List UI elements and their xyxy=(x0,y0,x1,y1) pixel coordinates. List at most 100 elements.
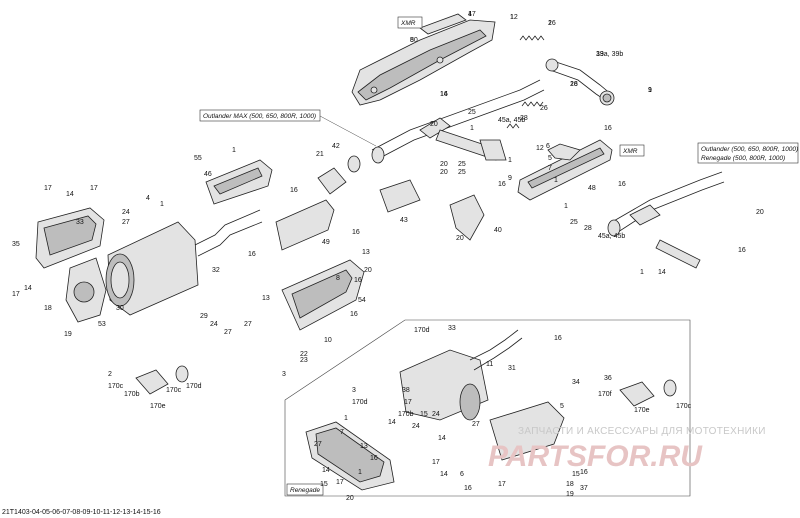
renegade-muffler-38 xyxy=(399,329,523,421)
adapter-170 xyxy=(135,365,677,407)
part-callout-number: 53 xyxy=(98,321,106,328)
part-callout-number: 8 xyxy=(410,37,414,44)
xmr-heat-shield-48 xyxy=(517,139,613,201)
part-callout-number: 24 xyxy=(432,411,440,418)
part-callout-number: 23 xyxy=(300,357,308,364)
part-callout-number: 25 xyxy=(570,219,578,226)
part-callout-number: 40 xyxy=(494,227,502,234)
part-callout-number: 36 xyxy=(604,375,612,382)
part-callout-number: 17 xyxy=(336,479,344,486)
part-callout-number: 17 xyxy=(12,291,20,298)
part-callout-number: 46 xyxy=(204,171,212,178)
part-callout-number: 12 xyxy=(536,145,544,152)
part-callout-number: 14 xyxy=(24,285,32,292)
part-callout-number: 16 xyxy=(738,247,746,254)
part-callout-number: 17 xyxy=(90,185,98,192)
part-callout-number: 38 xyxy=(402,387,410,394)
watermark-brand: PARTSFOR.RU xyxy=(488,440,703,473)
renegade-shield-37 xyxy=(305,421,395,491)
part-callout-number: 11 xyxy=(486,361,493,368)
part-callout-number: 24 xyxy=(210,321,218,328)
part-callout-number: 8 xyxy=(336,275,340,282)
part-callout-number: 3 xyxy=(282,371,286,378)
part-callout-number: 33 xyxy=(448,325,456,332)
part-callout-number: 7 xyxy=(548,165,552,172)
bracket-43 xyxy=(379,179,421,213)
part-callout-number: 45a, 45b xyxy=(498,117,525,124)
part-callout-number: 16 xyxy=(350,311,358,318)
part-callout-number: 25 xyxy=(458,169,466,176)
part-callout-number: 1 xyxy=(554,177,558,184)
svg-text:Renegade: Renegade xyxy=(290,487,320,494)
part-callout-number: 49 xyxy=(322,239,330,246)
part-callout-number: 27 xyxy=(472,421,480,428)
tailpipe-39 xyxy=(545,58,615,106)
part-callout-number: 14 xyxy=(440,91,448,98)
part-callout-number: 16 xyxy=(290,187,298,194)
part-callout-number: 1 xyxy=(468,11,472,18)
part-callout-number: 170e xyxy=(150,403,166,410)
part-callout-number: 170d xyxy=(186,383,202,390)
part-callout-number: 31 xyxy=(508,365,516,372)
watermark: ЗАПЧАСТИ И АКСЕССУАРЫ ДЛЯ МОТОТЕХНИКИ PA… xyxy=(488,426,766,473)
svg-text:XMR: XMR xyxy=(622,148,638,155)
long-exhaust-pipe xyxy=(371,79,545,164)
label-box-renegade: Renegade xyxy=(286,483,324,496)
part-callout-number: 34 xyxy=(572,379,580,386)
part-callout-number: 54 xyxy=(358,297,366,304)
part-callout-number: 17 xyxy=(404,399,412,406)
part-callout-number: 1 xyxy=(470,125,474,132)
part-callout-number: 9 xyxy=(508,175,512,182)
part-callout-number: 16 xyxy=(604,125,612,132)
part-callout-number: 28 xyxy=(570,81,578,88)
part-callout-number: 5 xyxy=(560,403,564,410)
label-box-outlander-max: Outlander MAX (500, 650, 800R, 1000) xyxy=(199,109,377,147)
coupler-21 xyxy=(317,155,361,195)
part-callout-number: 1 xyxy=(510,14,514,21)
part-callout-number: 16 xyxy=(440,91,448,98)
part-callout-number: 1 xyxy=(160,201,164,208)
part-callout-number: 39a, 39b xyxy=(596,51,623,58)
part-callout-number: 17 xyxy=(432,459,440,466)
part-callout-number: 1 xyxy=(640,269,644,276)
part-callout-number: 1 xyxy=(548,20,552,27)
part-callout-number: 25 xyxy=(458,161,466,168)
part-callout-number: 33 xyxy=(76,219,84,226)
part-callout-number: 15 xyxy=(420,411,428,418)
part-callout-number: 26 xyxy=(540,105,548,112)
label-box-xmr-mid: XMR xyxy=(619,144,645,157)
part-callout-number: 5 xyxy=(548,155,552,162)
spring-26 xyxy=(506,35,545,129)
part-callout-number: 35 xyxy=(12,241,20,248)
part-callout-number: 19 xyxy=(64,331,72,338)
part-callout-number: 1 xyxy=(564,203,568,210)
heat-shield-46 xyxy=(205,159,273,205)
part-callout-number: 170d xyxy=(352,399,368,406)
part-callout-number: 14 xyxy=(438,435,446,442)
part-callout-number: 170b xyxy=(124,391,140,398)
part-callout-number: 45a, 45b xyxy=(598,233,625,240)
end-cap-53 xyxy=(65,257,107,323)
part-callout-number: 13 xyxy=(262,295,270,302)
part-callout-number: 12 xyxy=(510,14,518,21)
label-box-xmr-top: XMR xyxy=(397,16,423,29)
part-callout-number: 16 xyxy=(498,181,506,188)
part-callout-number: 14 xyxy=(322,467,330,474)
part-callout-number: 50 xyxy=(410,37,418,44)
part-callout-number: 16 xyxy=(580,469,588,476)
part-callout-number: 32 xyxy=(212,267,220,274)
part-callout-number: 24 xyxy=(412,423,420,430)
part-callout-number: 13 xyxy=(360,443,368,450)
part-callout-number: 55 xyxy=(194,155,202,162)
part-callout-number: 9 xyxy=(648,87,652,94)
xmr-heat-shield-assembly xyxy=(351,13,496,106)
part-callout-number: 13 xyxy=(362,249,370,256)
part-callout-number: 6 xyxy=(546,143,550,150)
part-callout-number: 18 xyxy=(566,481,574,488)
part-callout-number: 30 xyxy=(116,305,124,312)
part-callout-number: 20 xyxy=(346,495,354,502)
label-box-outlander-right: Outlander (500, 650, 800R, 1000) Renegad… xyxy=(697,142,799,164)
watermark-tagline: ЗАПЧАСТИ И АКСЕССУАРЫ ДЛЯ МОТОТЕХНИКИ xyxy=(518,426,766,437)
part-callout-number: 7 xyxy=(340,429,344,436)
